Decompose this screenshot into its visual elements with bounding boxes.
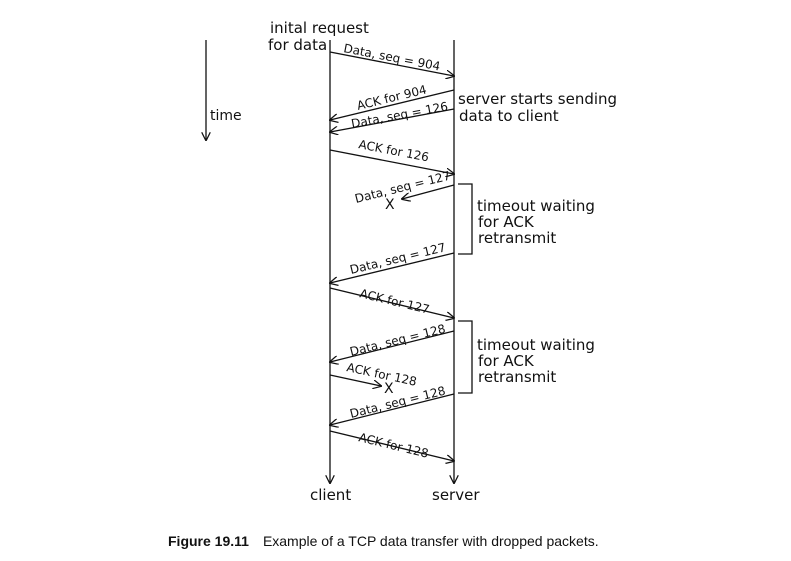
message-arrow bbox=[330, 252, 455, 283]
message-label: ACK for 126 bbox=[357, 137, 430, 164]
message-5: Data, seq = 127 X bbox=[353, 169, 455, 213]
timeout-note-line-3: retransmit bbox=[478, 368, 556, 386]
caption-text: Example of a TCP data transfer with drop… bbox=[263, 533, 599, 549]
message-label: ACK for 128 bbox=[357, 430, 430, 460]
timeout-bracket-1: timeout waiting for ACK retransmit bbox=[458, 183, 595, 255]
message-arrow bbox=[329, 374, 381, 386]
message-label: ACK for 128 bbox=[345, 360, 418, 389]
server-note-line-1: server starts sending bbox=[458, 90, 617, 108]
lost-packet-x: X bbox=[385, 197, 395, 213]
message-arrow bbox=[329, 149, 454, 174]
message-1: Data, seq = 904 bbox=[329, 41, 454, 76]
message-8: Data, seq = 128 bbox=[330, 322, 455, 362]
message-label: Data, seq = 127 bbox=[353, 169, 452, 206]
caption-label: Figure 19.11 bbox=[168, 533, 249, 549]
message-arrow bbox=[330, 330, 455, 362]
message-7: ACK for 127 bbox=[329, 286, 454, 318]
bracket bbox=[458, 183, 473, 255]
message-9: ACK for 128 X bbox=[329, 360, 418, 397]
client-label: client bbox=[310, 486, 351, 504]
message-arrow bbox=[330, 393, 455, 425]
server-label: server bbox=[432, 486, 480, 504]
message-6: Data, seq = 127 bbox=[330, 240, 455, 283]
message-11: ACK for 128 bbox=[329, 430, 454, 461]
message-label: Data, seq = 128 bbox=[348, 322, 447, 359]
figure-caption: Figure 19.11 Example of a TCP data transf… bbox=[168, 533, 599, 549]
message-arrow bbox=[329, 287, 454, 318]
initial-request-line-2: for data bbox=[268, 36, 327, 54]
timeout-note-line-3: retransmit bbox=[478, 229, 556, 247]
timeout-bracket-2: timeout waiting for ACK retransmit bbox=[458, 320, 595, 394]
timeout-note-line-1: timeout waiting bbox=[477, 336, 595, 354]
message-arrow bbox=[402, 184, 455, 199]
message-label: Data, seq = 904 bbox=[342, 41, 441, 73]
timeout-note-line-1: timeout waiting bbox=[477, 197, 595, 215]
message-4: ACK for 126 bbox=[329, 137, 454, 174]
message-arrow bbox=[330, 108, 455, 132]
lost-packet-x: X bbox=[384, 381, 394, 397]
bracket bbox=[458, 320, 473, 394]
message-arrow bbox=[329, 51, 454, 76]
message-label: Data, seq = 128 bbox=[348, 384, 447, 421]
time-label: time bbox=[210, 108, 242, 124]
initial-request-line-1: inital request bbox=[270, 19, 369, 37]
timeout-note-line-2: for ACK bbox=[478, 213, 535, 231]
message-arrow bbox=[330, 89, 455, 120]
timeout-note-line-2: for ACK bbox=[478, 352, 535, 370]
message-label: ACK for 127 bbox=[358, 286, 431, 316]
message-arrow bbox=[329, 430, 454, 461]
server-note-line-2: data to client bbox=[459, 107, 559, 125]
